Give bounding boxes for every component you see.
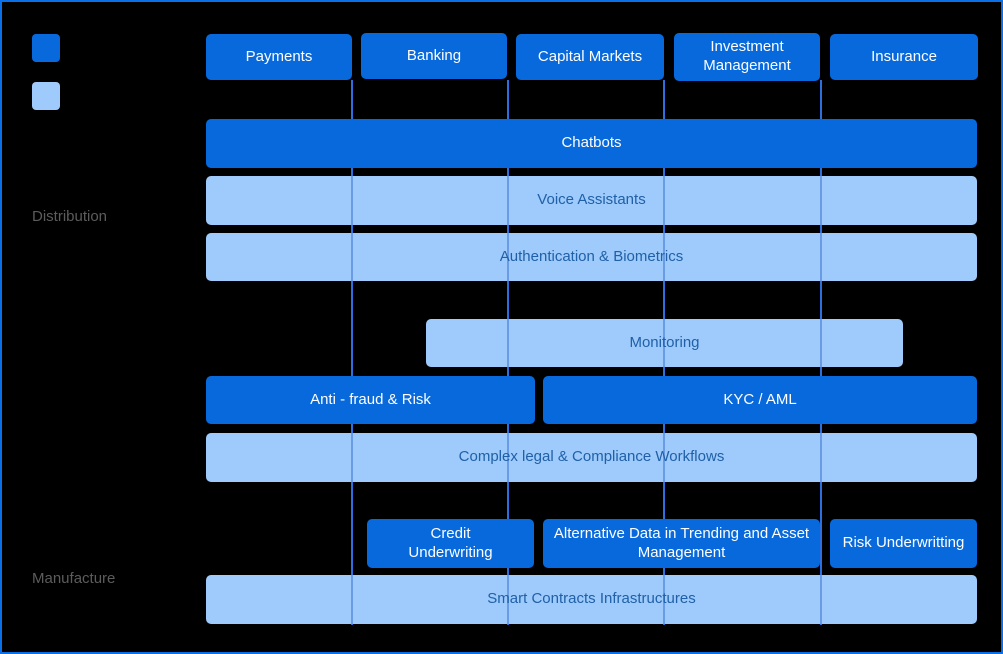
capability-anti-fraud-risk: Anti - fraud & Risk [206,376,535,424]
column-header-banking: Banking [361,33,507,79]
column-header-investment-management: Investment Management [674,33,820,81]
capability-complex-legal-compliance: Complex legal & Compliance Workflows [206,433,977,482]
side-label-distribution: Distribution [32,208,108,225]
legend-swatch-dark-blue [32,34,60,62]
capability-smart-contracts: Smart Contracts Infrastructures [206,575,977,624]
column-header-capital-markets: Capital Markets [516,34,664,80]
capability-monitoring: Monitoring [426,319,903,367]
column-header-payments: Payments [206,34,352,80]
connector-line-1 [351,80,353,625]
capability-chatbots: Chatbots [206,119,977,168]
side-label-manufacture: Manufacture [32,570,116,587]
capability-kyc-aml: KYC / AML [543,376,977,424]
capability-credit-underwriting: Credit Underwriting [367,519,534,568]
column-header-insurance: Insurance [830,34,978,80]
capability-alternative-data: Alternative Data in Trending and Asset M… [543,519,820,568]
capability-voice-assistants: Voice Assistants [206,176,977,225]
capability-risk-underwritting: Risk Underwritting [830,519,977,568]
legend-swatch-light-blue [32,82,60,110]
capability-authentication-biometrics: Authentication & Biometrics [206,233,977,281]
